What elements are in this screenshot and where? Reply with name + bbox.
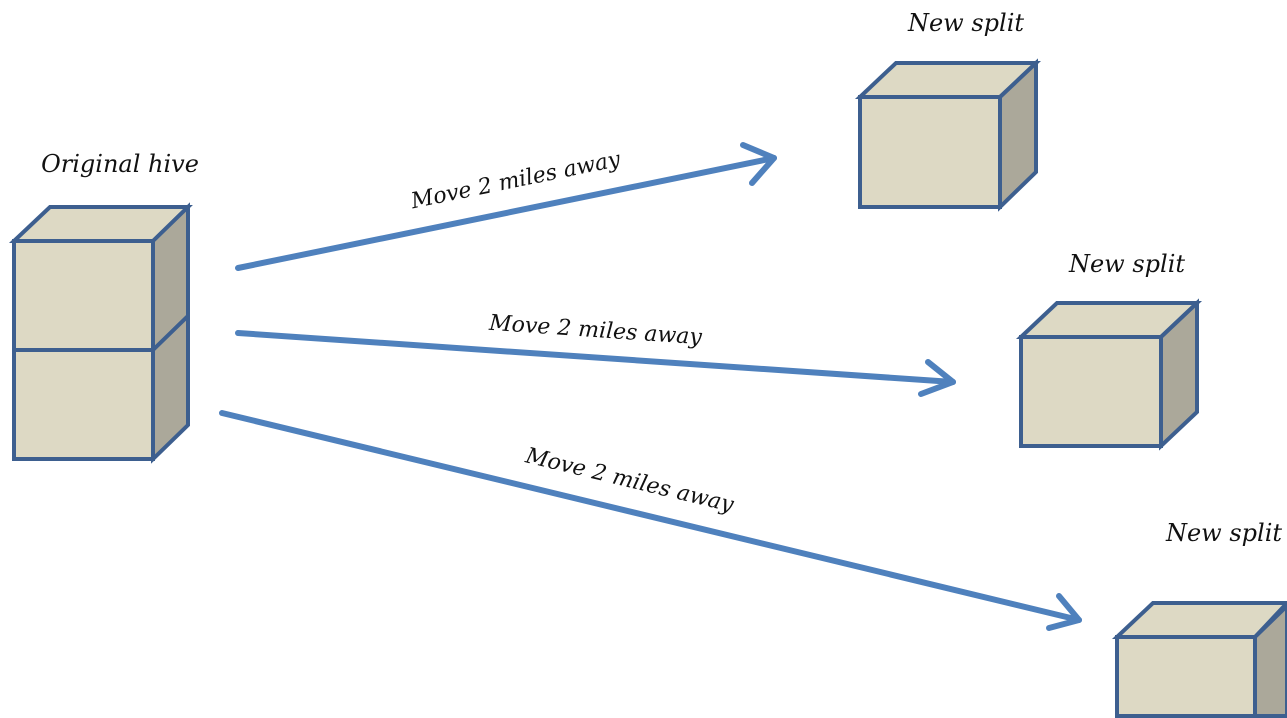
arrow-3: Move 2 miles away [219,410,1082,631]
box-side [1253,603,1287,718]
original-hive-box-upper [8,202,193,355]
new-split-label: New split [1068,250,1185,278]
box-front [1115,635,1257,718]
arrow-label: Move 2 miles away [408,147,623,215]
arrow-shaft [219,410,1082,623]
arrow-shaft [235,155,777,271]
box-front [858,95,1002,209]
arrow-shaft [235,330,956,385]
box-front [12,348,155,461]
arrow-head [740,142,777,186]
arrow-1: Move 2 miles away [235,142,777,271]
new-split-label: New split [1165,519,1282,547]
arrow-head [1046,593,1082,631]
box-top [1111,601,1287,639]
new-split-1: New split [854,9,1042,212]
box-front [12,239,155,352]
new-split-2: New split [1015,250,1203,451]
arrow-head [918,359,956,397]
new-split-3: New split [1111,519,1287,718]
box-front [1019,335,1163,448]
arrow-label: Move 2 miles away [522,443,736,518]
box-side [1159,298,1199,451]
original-hive-label: Original hive [41,150,199,178]
arrow-2: Move 2 miles away [235,311,956,397]
box-side [151,311,190,464]
box-side [998,58,1038,212]
original-hive-box-lower [12,311,190,464]
original-hive: Original hive [8,150,199,464]
new-split-label: New split [907,9,1024,37]
arrow-label: Move 2 miles away [487,311,703,351]
